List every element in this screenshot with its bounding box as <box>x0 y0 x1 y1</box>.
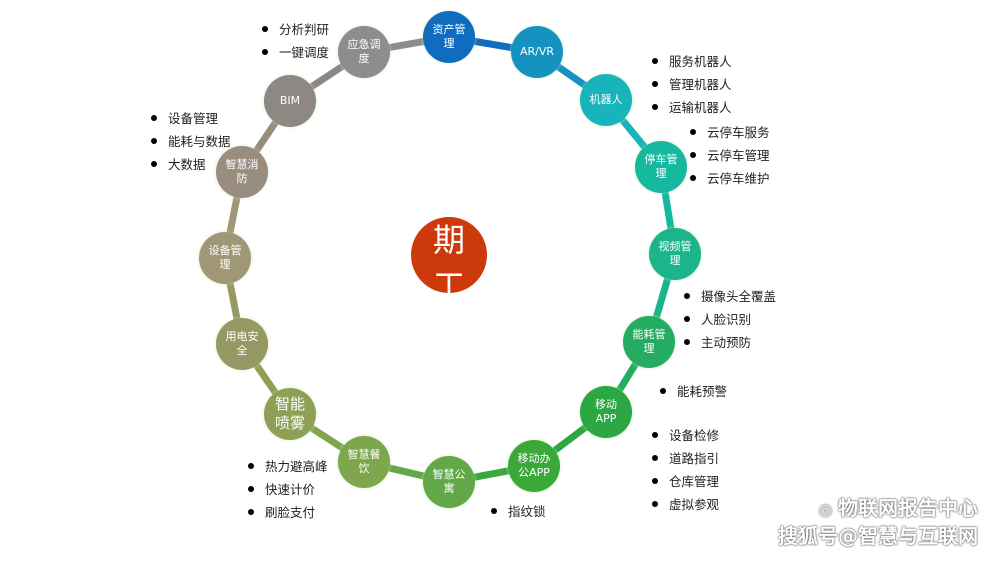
list-dining: 热力避高峰 快速计价 刷脸支付 <box>248 454 328 523</box>
wechat-icon: ◎ <box>818 500 838 519</box>
list-item: 运输机器人 <box>652 95 732 118</box>
ring-node: 视频管理 <box>649 228 701 280</box>
list-item: 分析判研 <box>262 17 329 40</box>
ring-node: 移动APP <box>580 386 632 438</box>
center-text-top: 期 <box>432 221 465 259</box>
list-energy: 能耗预警 <box>660 379 727 402</box>
ring-node: 机器人 <box>580 74 632 126</box>
list-item: 能耗预警 <box>660 379 727 402</box>
list-bim: 设备管理 能耗与数据 大数据 <box>151 106 231 175</box>
list-item: 大数据 <box>151 152 231 175</box>
ring-node: 能耗管理 <box>623 316 675 368</box>
list-item: 云停车管理 <box>690 143 770 166</box>
ring-node: 资产管理 <box>423 11 475 63</box>
list-item: 刷脸支付 <box>248 500 328 523</box>
ring-node: 设备管理 <box>199 232 251 284</box>
watermark-line1: ◎ 物联网报告中心 <box>818 496 978 520</box>
ring-node: BIM <box>264 75 316 127</box>
ring-node: 智慧餐饮 <box>338 436 390 488</box>
list-item: 主动预防 <box>684 330 776 353</box>
ring-node: 停车管理 <box>635 141 687 193</box>
list-robot: 服务机器人 管理机器人 运输机器人 <box>652 49 732 118</box>
ring-node: 应急调度 <box>338 26 390 78</box>
ring-node: 智能喷雾 <box>264 388 316 440</box>
watermark: ◎ 物联网报告中心 搜狐号@智慧与互联网 <box>778 495 978 550</box>
list-item: 管理机器人 <box>652 72 732 95</box>
list-item: 仓库管理 <box>652 469 719 492</box>
list-video: 摄像头全覆盖 人脸识别 主动预防 <box>684 284 776 353</box>
list-emergency: 分析判研 一键调度 <box>262 17 329 63</box>
list-item: 设备检修 <box>652 423 719 446</box>
list-item: 快速计价 <box>248 477 328 500</box>
list-apartment: 指纹锁 <box>491 499 546 522</box>
list-item: 一键调度 <box>262 40 329 63</box>
list-item: 能耗与数据 <box>151 129 231 152</box>
list-item: 服务机器人 <box>652 49 732 72</box>
list-item: 虚拟参观 <box>652 492 719 515</box>
ring-node: 用电安全 <box>216 318 268 370</box>
ring-node: AR/VR <box>511 26 563 78</box>
list-item: 人脸识别 <box>684 307 776 330</box>
ring-node: 移动办公APP <box>508 440 560 492</box>
list-item: 设备管理 <box>151 106 231 129</box>
watermark-line2: 搜狐号@智慧与互联网 <box>778 524 978 548</box>
list-item: 云停车服务 <box>690 120 770 143</box>
list-item: 云停车维护 <box>690 166 770 189</box>
list-app: 设备检修 道路指引 仓库管理 虚拟参观 <box>652 423 719 515</box>
list-parking: 云停车服务 云停车管理 云停车维护 <box>690 120 770 189</box>
list-item: 摄像头全覆盖 <box>684 284 776 307</box>
ring-node: 智慧公寓 <box>423 456 475 508</box>
list-item: 指纹锁 <box>491 499 546 522</box>
list-item: 道路指引 <box>652 446 719 469</box>
center-circle: 期 工 <box>411 217 487 293</box>
list-item: 热力避高峰 <box>248 454 328 477</box>
center-text-bottom: 工 <box>432 267 465 293</box>
